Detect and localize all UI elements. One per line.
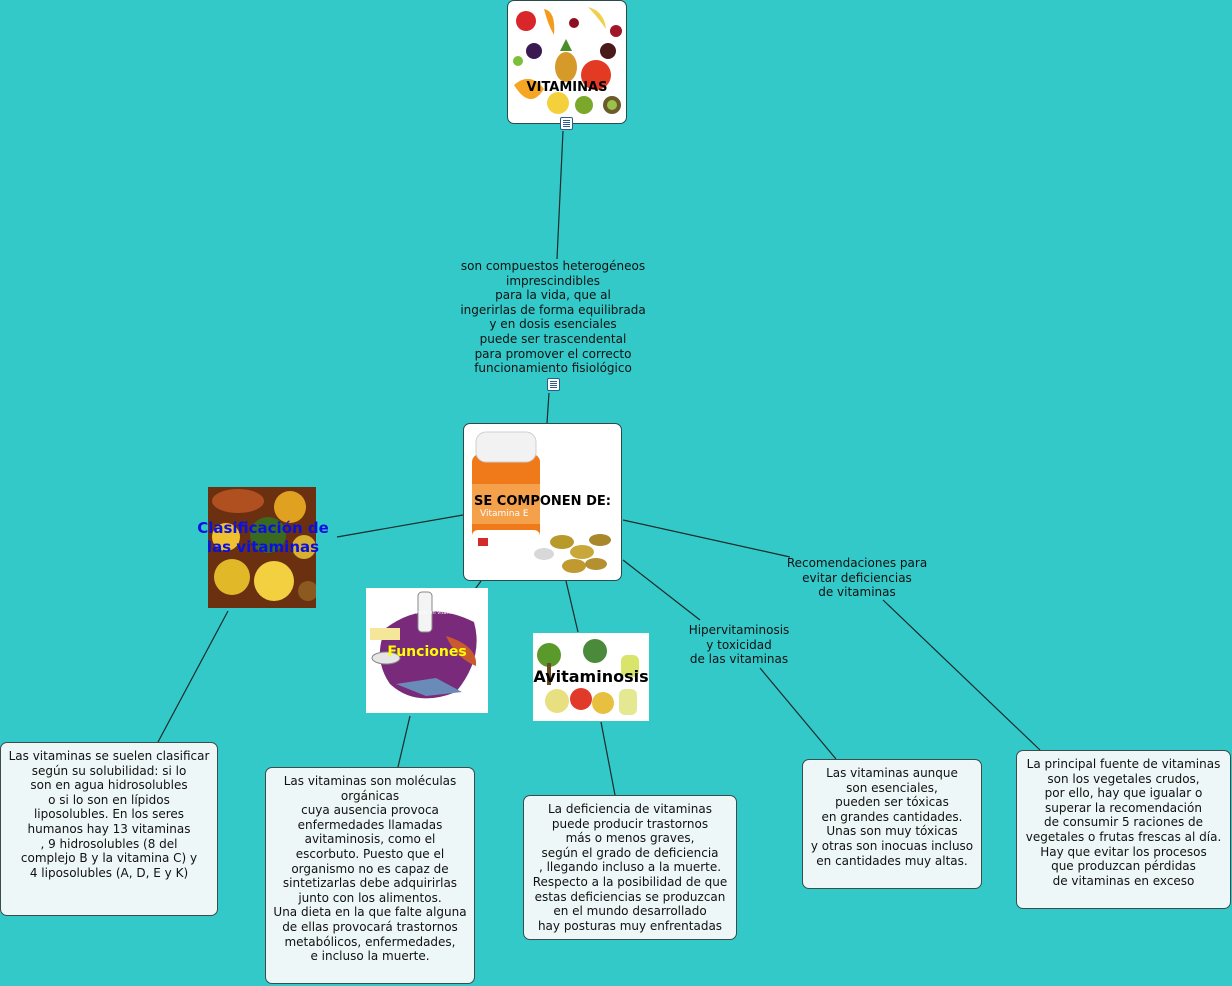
root-concept-vitaminas[interactable]: VITAMINAS (507, 0, 627, 124)
funciones-poster-caption: Alimentos ricos en vitamina D (389, 610, 464, 616)
avitaminosis-text-box[interactable]: La deficiencia de vitaminas puede produc… (523, 795, 737, 940)
link-clasificacion-text (157, 610, 229, 743)
link-center-clasificacion (336, 514, 464, 538)
clasificacion-concept[interactable] (208, 487, 316, 608)
link-hiper-label-text (759, 667, 837, 760)
funciones-text-box[interactable]: Las vitaminas son moléculas orgánicas cu… (265, 767, 475, 984)
funciones-title: Funciones (387, 644, 467, 660)
vegetables-image (537, 639, 639, 715)
root-title: VITAMINAS (526, 80, 608, 95)
definition-label[interactable]: son compuestos heterogéneos imprescindib… (460, 259, 646, 376)
link-center-recomendaciones (622, 519, 791, 558)
recomendaciones-label[interactable]: Recomendaciones para evitar deficiencias… (786, 556, 928, 600)
vitamin-bottle-image: Vitamina E (472, 431, 611, 573)
fruits-image (513, 7, 622, 114)
center-concept-se-componen[interactable]: Vitamina E SE COMPONEN DE: (463, 423, 622, 581)
link-center-hipervitaminosis (622, 559, 701, 621)
clasificacion-title: Clasificación de las vitaminas (197, 519, 329, 556)
hipervitaminosis-label[interactable]: Hipervitaminosis y toxicidad de las vita… (688, 623, 790, 667)
vitamin-d-foods-image: Alimentos ricos en vitamina D (370, 591, 477, 699)
link-avitaminosis-text (600, 721, 616, 796)
link-definition-center (546, 392, 550, 424)
avitaminosis-concept[interactable] (533, 633, 649, 721)
link-funciones-text (397, 715, 411, 768)
foods-image (208, 487, 316, 608)
avitaminosis-title: Avitaminosis (533, 667, 649, 686)
clasificacion-text-box[interactable]: Las vitaminas se suelen clasificar según… (0, 742, 218, 916)
note-icon[interactable] (547, 378, 560, 391)
link-root-definition (556, 130, 564, 260)
link-center-avitaminosis (565, 580, 579, 633)
bottle-label: Vitamina E (480, 509, 529, 519)
note-icon[interactable] (560, 117, 573, 130)
hipervitaminosis-text-box[interactable]: Las vitaminas aunque son esenciales, pue… (802, 759, 982, 889)
center-title: SE COMPONEN DE: (474, 494, 611, 509)
link-recom-label-text (882, 599, 1041, 751)
funciones-concept[interactable]: Alimentos ricos en vitamina D (366, 588, 488, 713)
recomendaciones-text-box[interactable]: La principal fuente de vitaminas son los… (1016, 750, 1231, 909)
